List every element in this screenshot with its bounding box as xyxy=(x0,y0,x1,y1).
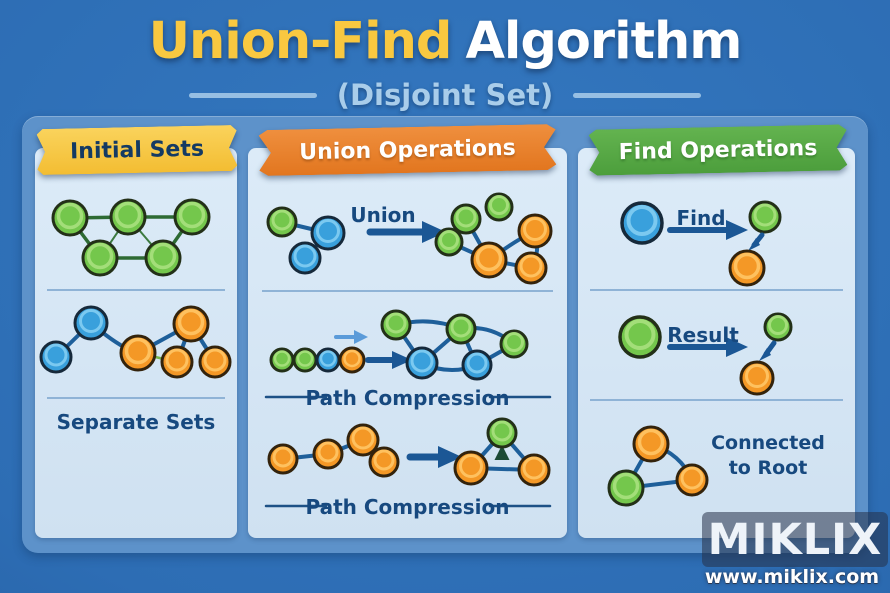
union-op-label: Union xyxy=(350,203,416,227)
result-arrow-icon xyxy=(667,337,748,357)
watermark-brand: MIKLIX xyxy=(707,514,883,565)
watermark-url: www.miklix.com xyxy=(704,566,880,588)
union-operations-diagram xyxy=(262,192,553,508)
find-label: Find xyxy=(676,206,726,230)
banner-find-operations-label: Find Operations xyxy=(589,124,848,175)
watermark-box: MIKLIX xyxy=(702,512,888,567)
union-after-graph xyxy=(434,192,553,285)
blue-orange-separate-graph xyxy=(39,305,232,379)
flatten-arrow-icon xyxy=(406,446,462,468)
subtitle-row: (Disjoint Set) xyxy=(0,78,890,112)
separate-sets-caption: Separate Sets xyxy=(56,410,216,434)
panel-union-operations: Union Path Compression Path Compression xyxy=(248,148,567,538)
banner-union-operations-label: Union Operations xyxy=(259,124,557,176)
union-arrow-icon xyxy=(366,221,446,243)
find-operations-diagram xyxy=(590,200,843,507)
down-arrow-icon xyxy=(748,232,765,251)
small-arrow-icon xyxy=(334,330,368,344)
green-connected-graph xyxy=(51,198,211,277)
find-arrow-icon xyxy=(667,220,748,240)
orange-chain-graph xyxy=(267,423,400,478)
connected-root-graph xyxy=(607,425,709,507)
title-rest: Algorithm xyxy=(465,12,742,71)
result-row-graph xyxy=(618,312,793,396)
connected-to-root-label: Connected to Root xyxy=(711,432,825,479)
node-orange xyxy=(119,305,232,379)
path-compression-label-1: Path Compression xyxy=(305,386,510,410)
compressed-tree-graph xyxy=(380,309,529,381)
down-arrow-icon xyxy=(759,340,777,361)
chain-before-graph xyxy=(269,346,366,374)
subtitle: (Disjoint Set) xyxy=(336,78,554,112)
banner-initial-sets: Initial Sets xyxy=(37,127,237,173)
panel-find-operations: Find Result Connected to Root xyxy=(578,148,855,538)
union-before-graph xyxy=(266,206,346,275)
find-row-graph xyxy=(620,200,782,287)
node-green xyxy=(51,198,211,277)
initial-sets-diagram xyxy=(39,198,232,399)
subtitle-dash-right xyxy=(573,92,702,98)
flattened-tree-graph xyxy=(453,417,551,487)
panel-initial-sets: Separate Sets xyxy=(35,148,237,538)
root-pointer-icon xyxy=(494,445,510,460)
node-blue xyxy=(39,305,109,374)
banner-union-operations: Union Operations xyxy=(259,127,556,173)
compress-arrow-icon xyxy=(365,351,412,369)
subtitle-dash-left xyxy=(188,92,317,98)
title-accent: Union-Find xyxy=(148,12,453,71)
path-compression-label-2: Path Compression xyxy=(305,495,510,519)
banner-find-operations: Find Operations xyxy=(589,127,847,173)
banner-initial-sets-label: Initial Sets xyxy=(37,125,238,175)
result-label: Result xyxy=(667,323,739,347)
